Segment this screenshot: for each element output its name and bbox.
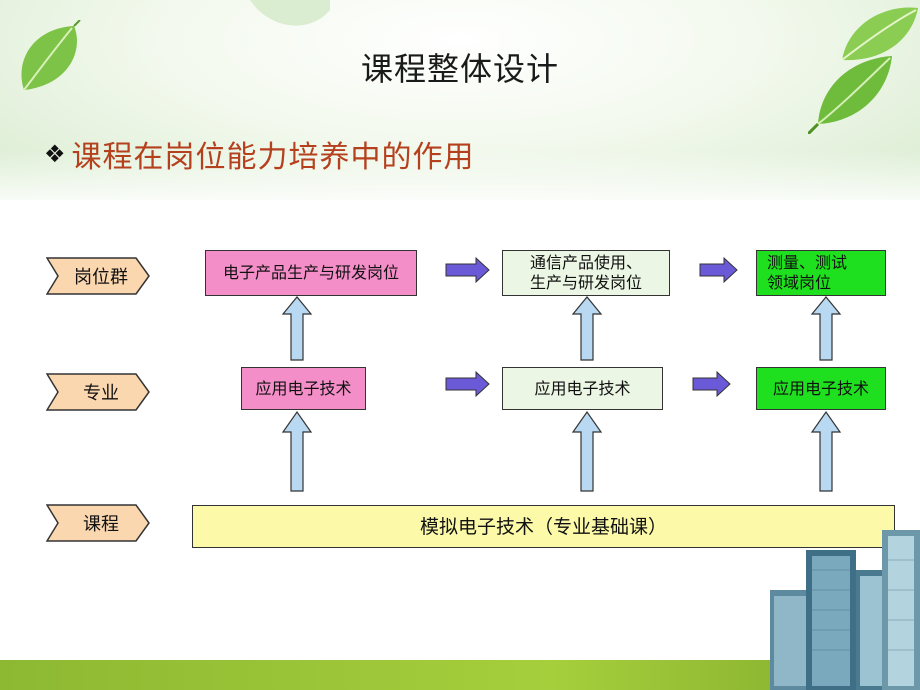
- major-box-3-text: 应用电子技术: [772, 378, 869, 398]
- right-arrow-icon: [445, 256, 490, 284]
- header-background-fade: [0, 150, 920, 210]
- right-arrow-icon: [692, 370, 731, 398]
- major-box-1-text: 应用电子技术: [255, 378, 352, 398]
- buildings-icon: [770, 530, 920, 690]
- leaf-right-top-icon: [841, 7, 918, 61]
- job-box-electronics-text: 电子产品生产与研发岗位: [222, 263, 399, 282]
- up-arrow-icon: [810, 296, 842, 361]
- job-box-measurement: 测量、测试领域岗位: [756, 250, 886, 296]
- course-box-text: 模拟电子技术（专业基础课）: [419, 515, 667, 538]
- course-box: 模拟电子技术（专业基础课）: [192, 505, 895, 548]
- slide-title: 课程整体设计: [360, 50, 559, 88]
- up-arrow-icon: [571, 296, 603, 361]
- major-box-2-text: 应用电子技术: [534, 378, 631, 398]
- row-label-major-text: 专业: [83, 383, 119, 404]
- leaf-top-center-icon: [250, 0, 330, 26]
- up-arrow-icon: [571, 410, 603, 492]
- job-box-communication: 通信产品使用、生产与研发岗位: [502, 250, 670, 296]
- row-label-course: 课程: [46, 504, 150, 542]
- leaf-left-icon: [21, 20, 81, 91]
- up-arrow-icon: [281, 410, 313, 492]
- major-box-1: 应用电子技术: [241, 367, 366, 410]
- bottom-green-band: [0, 660, 920, 690]
- row-label-jobs-text: 岗位群: [74, 267, 128, 288]
- row-label-course-text: 课程: [83, 514, 119, 535]
- subtitle-row: ❖ 课程在岗位能力培养中的作用: [44, 132, 475, 176]
- row-label-major: 专业: [46, 373, 150, 411]
- leaf-right-mid-icon: [808, 56, 892, 134]
- job-box-measurement-text: 测量、测试领域岗位: [767, 253, 848, 292]
- row-label-jobs: 岗位群: [46, 257, 150, 295]
- slide-subtitle: 课程在岗位能力培养中的作用: [71, 140, 475, 175]
- job-box-communication-text: 通信产品使用、生产与研发岗位: [529, 253, 642, 292]
- up-arrow-icon: [281, 296, 313, 361]
- right-arrow-icon: [445, 370, 490, 398]
- diamond-bullet-icon: ❖: [44, 140, 66, 168]
- major-box-2: 应用电子技术: [502, 367, 663, 410]
- job-box-electronics: 电子产品生产与研发岗位: [205, 250, 417, 296]
- major-box-3: 应用电子技术: [756, 367, 886, 410]
- right-arrow-icon: [699, 256, 738, 284]
- up-arrow-icon: [810, 410, 842, 492]
